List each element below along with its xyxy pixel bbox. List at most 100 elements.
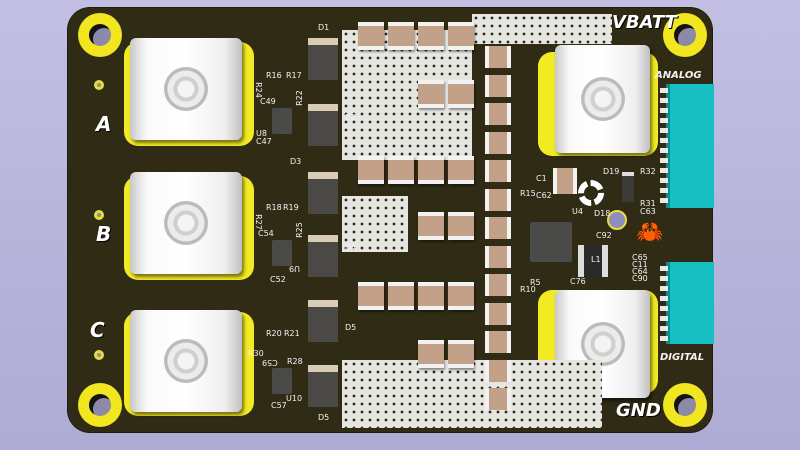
designator-u4: U4	[572, 207, 583, 216]
via	[94, 80, 104, 90]
bulk-capacitor	[448, 282, 474, 310]
bulk-capacitor	[358, 282, 384, 310]
capacitor	[485, 331, 511, 353]
digital-label: DIGITAL	[660, 352, 705, 363]
terminal-gnd[interactable]	[555, 290, 650, 398]
capacitor	[485, 302, 511, 325]
diode	[308, 300, 338, 342]
designator-c62: C62	[536, 191, 552, 200]
connector-pin	[660, 286, 668, 291]
mcu-u4	[530, 222, 572, 262]
designator-d4: D4	[345, 243, 357, 252]
bulk-capacitor	[448, 156, 474, 184]
capacitor	[485, 217, 511, 239]
designator-c52: C52	[270, 275, 286, 284]
connector-pin	[660, 168, 668, 173]
designator-r16: R16	[266, 71, 282, 80]
terminal-a[interactable]	[130, 38, 242, 140]
crab-logo-icon: 🦀	[636, 220, 664, 245]
capacitor	[485, 103, 511, 125]
designator-c90: C90	[632, 274, 648, 283]
designator-d2: D2	[345, 113, 357, 122]
vbatt-label: VBATT	[612, 12, 677, 33]
bulk-capacitor	[418, 80, 444, 108]
bulk-capacitor	[448, 212, 474, 240]
designator-c59: C59	[262, 358, 278, 367]
bulk-capacitor	[418, 282, 444, 310]
designator-c47: C47	[256, 137, 272, 146]
designator-r19: R19	[283, 203, 299, 212]
terminal-vbatt[interactable]	[555, 45, 650, 153]
capacitor	[485, 274, 511, 296]
mounting-hole-bottom-left	[78, 383, 122, 427]
bulk-capacitor	[418, 156, 444, 184]
designator-c54: C54	[258, 229, 274, 238]
connector-pin	[660, 148, 668, 153]
phase-label-a: A	[96, 112, 112, 136]
designator-r28: R28	[287, 357, 303, 366]
diode	[308, 38, 338, 80]
designator-d18: D18	[594, 209, 611, 218]
designator-r20: R20	[266, 329, 282, 338]
designator-u8: U8	[256, 129, 267, 138]
bulk-capacitor	[388, 156, 414, 184]
designator-r30: R30	[248, 349, 264, 358]
connector-pin	[660, 158, 668, 163]
connector-pin	[660, 276, 668, 281]
analog-connector[interactable]	[660, 84, 714, 208]
connector-pin	[660, 88, 668, 93]
inductor-l1	[578, 245, 608, 277]
copper-pour-mid	[342, 196, 408, 252]
designator-d5: D5	[345, 323, 357, 332]
gate-driver-u8	[272, 108, 292, 134]
diode	[308, 365, 338, 407]
oshw-gear-icon	[578, 180, 604, 206]
terminal-b[interactable]	[130, 172, 242, 274]
designator-r31: R31	[640, 199, 656, 208]
capacitor	[485, 188, 511, 211]
bulk-capacitor	[418, 340, 444, 368]
designator-c65: C65	[632, 253, 648, 262]
diode-d19	[622, 172, 634, 202]
designator-r15: R15	[520, 189, 536, 198]
designator-r5: R5	[530, 278, 541, 287]
connector-pin	[660, 128, 668, 133]
bulk-capacitor	[448, 22, 474, 50]
gate-driver-u9	[272, 240, 292, 266]
designator-d19: D19	[603, 167, 620, 176]
capacitor-c1	[553, 168, 577, 194]
copper-pour-vbatt	[472, 14, 612, 44]
connector-pin	[660, 138, 668, 143]
connector-pin	[660, 316, 668, 321]
designator-u9: U9	[289, 264, 300, 273]
capacitor	[485, 388, 511, 410]
designator-r22: R22	[294, 90, 304, 106]
capacitor	[485, 46, 511, 68]
connector-pin	[660, 108, 668, 113]
designator-r25: R25	[294, 222, 304, 238]
connector-pin	[660, 118, 668, 123]
capacitor	[485, 131, 511, 154]
phase-label-b: B	[96, 222, 112, 246]
connector-pin	[660, 188, 668, 193]
designator-d5b: D5	[318, 413, 330, 422]
connector-pin	[660, 336, 668, 341]
designator-d3: D3	[290, 157, 302, 166]
digital-connector[interactable]	[660, 262, 714, 344]
designator-c76: C76	[570, 277, 586, 286]
connector-pin	[660, 178, 668, 183]
terminal-c[interactable]	[130, 310, 242, 412]
diode	[308, 172, 338, 214]
designator-c92: C92	[596, 231, 612, 240]
analog-label: ANALOG	[655, 70, 702, 81]
designator-r10: R10	[520, 285, 536, 294]
designator-r18: R18	[266, 203, 282, 212]
capacitor	[485, 359, 511, 382]
mounting-hole-bottom-right	[663, 383, 707, 427]
designator-r21: R21	[284, 329, 300, 338]
capacitor	[485, 245, 511, 268]
bulk-capacitor	[448, 80, 474, 108]
designator-r32: R32	[640, 167, 656, 176]
gnd-label: GND	[616, 400, 661, 421]
designator-d1: D1	[318, 23, 330, 32]
